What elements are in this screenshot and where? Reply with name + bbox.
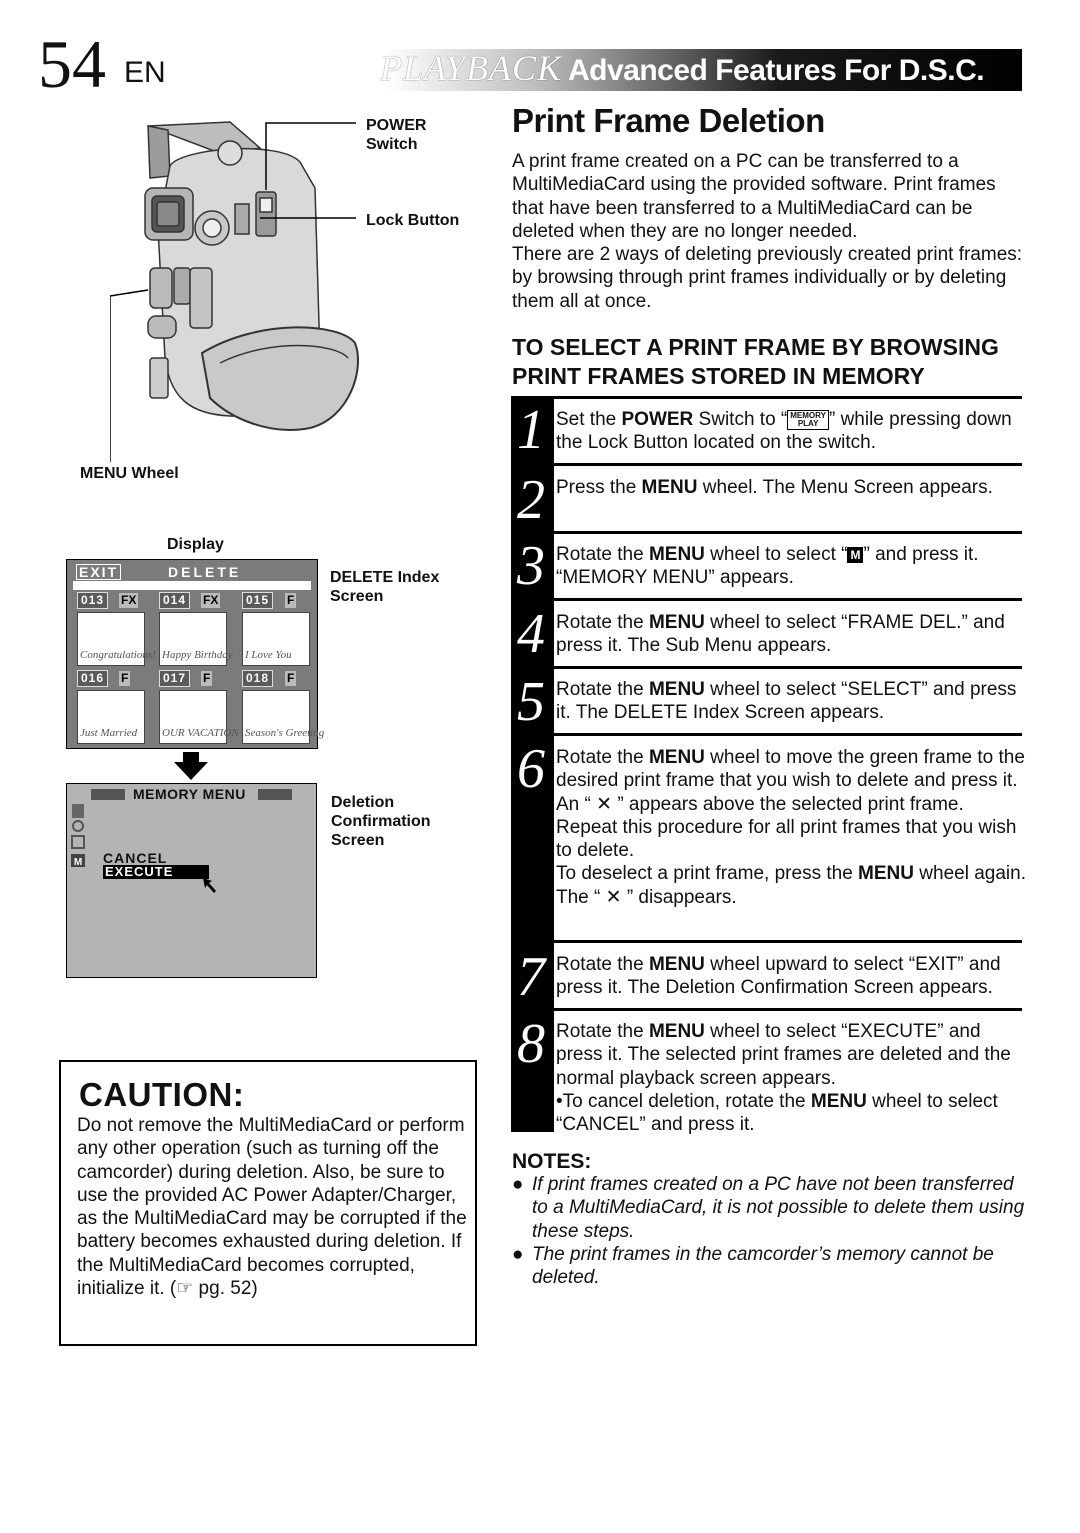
procedure-heading: TO SELECT A PRINT FRAME BY BROWSING PRIN… — [512, 334, 999, 389]
label-line: Deletion — [331, 794, 395, 811]
step-number: 8 — [517, 1013, 545, 1075]
step-6-text: Rotate the MENU wheel to move the green … — [556, 747, 1026, 908]
language-code: EN — [124, 56, 166, 89]
note-item: ●If print frames created on a PC have no… — [512, 1174, 1025, 1242]
page-number: 54 — [38, 26, 106, 102]
frame-caption: I Love You — [245, 649, 292, 661]
menu-side-icons: M — [71, 804, 85, 868]
power-label-line2: Switch — [366, 136, 418, 153]
caution-text: Do not remove the MultiMediaCard or perf… — [77, 1115, 467, 1300]
power-switch-label: POWER Switch — [366, 116, 426, 154]
cancel-option: CANCEL — [103, 850, 168, 866]
step-5-text: Rotate the MENU wheel to select “SELECT”… — [556, 679, 1017, 724]
step-divider — [554, 531, 1022, 534]
print-frame-thumbnail: Congratulations! — [77, 612, 156, 666]
step-divider — [554, 940, 1022, 943]
frame-tag: FX — [201, 593, 221, 608]
print-frame-thumbnail: Happy Birthday — [159, 612, 233, 666]
frame-tag: F — [285, 593, 297, 608]
step-2-text: Press the MENU wheel. The Menu Screen ap… — [556, 477, 993, 498]
frame-number: 013 — [77, 592, 109, 609]
menu-wheel-label: MENU Wheel — [80, 465, 179, 482]
step-number: 2 — [517, 469, 545, 531]
print-frame-thumbnail: Season's Greeting — [242, 690, 324, 744]
power-label-line1: POWER — [366, 117, 427, 134]
header-banner — [330, 49, 1022, 91]
frame-caption: Season's Greeting — [245, 727, 325, 739]
frame-caption: Just Married — [80, 727, 138, 739]
cursor-arrow-icon — [203, 878, 216, 893]
exit-option: EXIT — [76, 564, 122, 580]
frame-tag: F — [119, 671, 131, 686]
delete-screen-bar — [73, 581, 311, 590]
step-8-text: Rotate the MENU wheel to select “EXECUTE… — [556, 1021, 1011, 1136]
camcorder-illustration — [110, 121, 359, 462]
delete-index-screen-label: DELETE Index Screen — [330, 568, 439, 606]
step-number: 6 — [517, 738, 545, 800]
label-line: DELETE Index — [330, 569, 440, 586]
frame-tag: F — [201, 671, 213, 686]
step-divider — [554, 733, 1022, 736]
print-frame-thumbnail: I Love You — [242, 612, 310, 666]
svg-text:M: M — [74, 857, 82, 868]
frame-number: 017 — [159, 670, 191, 687]
step-number: 7 — [517, 946, 545, 1008]
section-subtitle: Advanced Features For D.S.C. (cont.) — [568, 54, 985, 121]
step-number: 4 — [517, 603, 545, 665]
lock-button-label: Lock Button — [366, 212, 460, 229]
frame-tag: FX — [119, 593, 139, 608]
label-line: Confirmation — [331, 813, 431, 830]
step-divider — [554, 1008, 1022, 1011]
print-frame-thumbnail: Just Married — [77, 690, 145, 744]
step-number-bar: 1 2 3 4 5 6 7 8 — [511, 396, 554, 1132]
section-title: PLAYBACK — [380, 48, 563, 88]
memory-menu-title: MEMORY MENU — [133, 786, 246, 802]
deletion-confirmation-label: Deletion Confirmation Screen — [331, 793, 431, 850]
frame-tag: F — [285, 671, 297, 686]
menu-title-bar — [258, 789, 292, 800]
step-divider — [554, 666, 1022, 669]
label-line: Screen — [331, 832, 385, 849]
frame-number: 014 — [159, 592, 191, 609]
step-number: 3 — [517, 535, 545, 597]
label-line: Screen — [330, 588, 384, 605]
down-arrow-icon — [174, 752, 208, 780]
step-3-text: Rotate the MENU wheel to select “M” and … — [556, 544, 979, 589]
intro-paragraph: There are 2 ways of deleting previously … — [512, 244, 1023, 312]
intro-paragraph: A print frame created on a PC can be tra… — [512, 151, 996, 242]
delete-index-screen: EXIT DELETE 013 FX 014 FX 015 F Congratu… — [66, 559, 324, 749]
caution-box: CAUTION: Do not remove the MultiMediaCar… — [59, 1060, 477, 1346]
step-divider — [554, 598, 1022, 601]
caution-title: CAUTION: — [79, 1076, 245, 1113]
frame-caption: Congratulations! — [80, 649, 156, 661]
deletion-confirmation-screen: MEMORY MENU M CANCEL EXECUTE — [66, 783, 317, 978]
step-divider — [554, 463, 1022, 466]
step-7-text: Rotate the MENU wheel upward to select “… — [556, 954, 1001, 999]
note-item: ●The print frames in the camcorder’s mem… — [512, 1244, 994, 1289]
display-label: Display — [167, 536, 224, 553]
delete-screen-header: EXIT DELETE — [73, 563, 311, 581]
frame-caption: OUR VACATION — [162, 727, 239, 739]
page-title: Print Frame Deletion — [512, 102, 825, 139]
step-number: 1 — [517, 399, 545, 461]
frame-number: 018 — [242, 670, 274, 687]
step-divider — [554, 396, 1022, 399]
step-4-text: Rotate the MENU wheel to select “FRAME D… — [556, 612, 1005, 657]
execute-option: EXECUTE — [103, 865, 209, 879]
frame-caption: Happy Birthday — [162, 649, 233, 661]
memory-menu-icon: M — [847, 546, 864, 563]
step-number: 5 — [517, 671, 545, 733]
print-frame-thumbnail: OUR VACATION — [159, 690, 239, 744]
menu-title-bar — [91, 789, 125, 800]
delete-screen-title: DELETE — [168, 564, 242, 580]
frame-number: 015 — [242, 592, 274, 609]
notes-heading: NOTES: — [512, 1150, 592, 1173]
frame-number: 016 — [77, 670, 109, 687]
